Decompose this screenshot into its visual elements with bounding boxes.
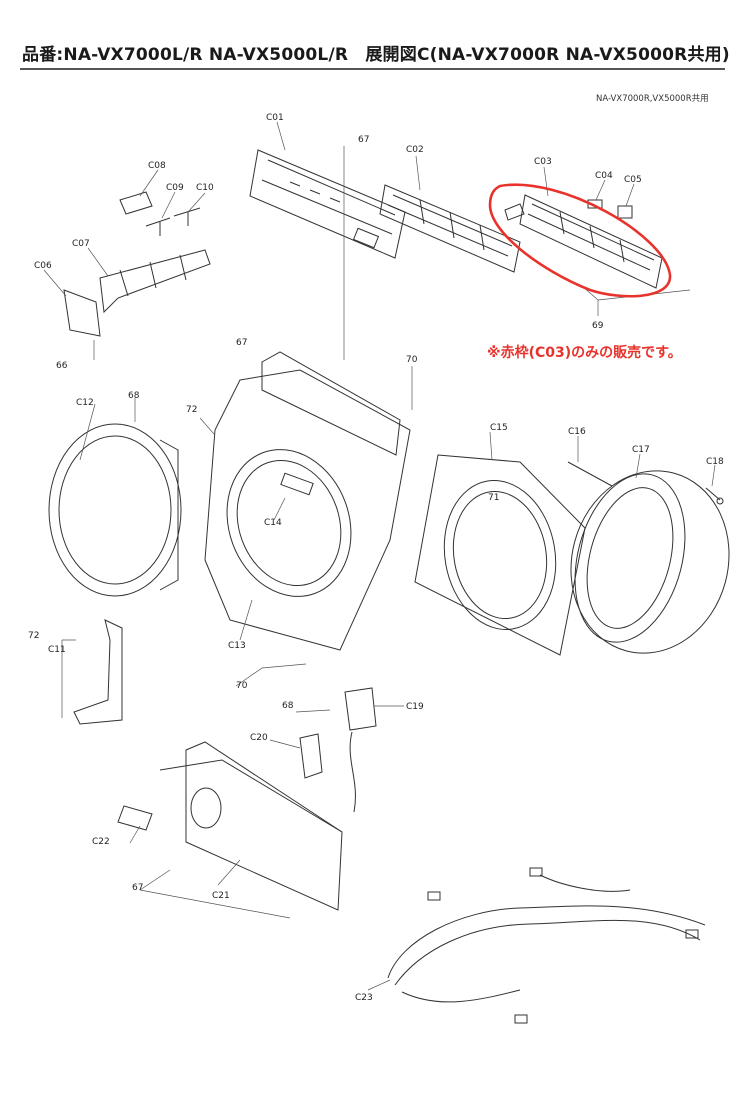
label-c15: C15 — [490, 423, 508, 433]
label-screw-68-lock: 68 — [282, 701, 294, 711]
label-screw-67-left: 67 — [236, 338, 247, 348]
label-c06: C06 — [34, 261, 52, 271]
part-c09-c10-pins — [145, 207, 201, 236]
part-c18-screw — [705, 487, 724, 505]
label-c05: C05 — [624, 175, 642, 185]
part-c03-display-board — [504, 194, 663, 289]
label-c16: C16 — [568, 427, 586, 437]
label-c08: C08 — [148, 161, 166, 171]
sales-note: ※赤枠(C03)のみの販売です。 — [487, 345, 682, 361]
label-c18: C18 — [706, 457, 724, 467]
label-screw-66: 66 — [56, 361, 68, 371]
label-screw-70-top: 70 — [406, 355, 418, 365]
leader-lines — [43, 121, 716, 991]
part-c08-button — [119, 191, 153, 215]
part-c02-control-board — [379, 184, 521, 273]
label-c04: C04 — [595, 171, 613, 181]
label-screw-71: 71 — [488, 493, 499, 503]
part-c23-wire-harness — [387, 867, 706, 1024]
label-screw-69: 69 — [592, 321, 604, 331]
label-c19: C19 — [406, 702, 424, 712]
label-c17: C17 — [632, 445, 650, 455]
label-c22: C22 — [92, 837, 110, 847]
label-c10: C10 — [196, 183, 214, 193]
part-c01-top-panel — [249, 149, 406, 259]
part-c15-inner-panel — [414, 454, 586, 656]
part-c13-front-frame — [204, 351, 411, 651]
part-c06-cover — [63, 289, 101, 337]
part-c19-door-lock — [344, 687, 377, 813]
label-screw-67-bottom: 67 — [132, 883, 143, 893]
part-c12-door — [48, 423, 182, 597]
part-c17-gasket — [570, 470, 730, 654]
part-c16-rod — [567, 461, 613, 487]
c03-highlight-circle — [488, 183, 672, 298]
label-c11: C11 — [48, 645, 66, 655]
label-screw-70-bottom: 70 — [236, 681, 248, 691]
label-c21: C21 — [212, 891, 230, 901]
label-c07: C07 — [72, 239, 90, 249]
model-subtitle: NA-VX7000R,VX5000R共用 — [596, 94, 709, 104]
page-title: 品番:NA-VX7000L/R NA-VX5000L/R 展開図C(NA-VX7… — [22, 45, 730, 65]
part-c21-lower-panel — [159, 741, 343, 911]
label-screw-72-hinge: 72 — [28, 631, 39, 641]
label-c12: C12 — [76, 398, 94, 408]
part-labels: C01 C02 C03 C04 C05 C06 C07 C08 C09 C10 … — [34, 113, 724, 1003]
label-c03: C03 — [534, 157, 552, 167]
label-screw-72-frame: 72 — [186, 405, 197, 415]
label-c23: C23 — [355, 993, 373, 1003]
label-c02: C02 — [406, 145, 424, 155]
label-screw-68-door: 68 — [128, 391, 140, 401]
part-c22-cover — [117, 805, 153, 831]
label-c09: C09 — [166, 183, 184, 193]
label-c13: C13 — [228, 641, 246, 651]
label-c01: C01 — [266, 113, 284, 123]
part-c20-plate — [299, 733, 323, 779]
part-c07-bracket — [99, 249, 211, 314]
part-c04-c05-connectors — [587, 199, 633, 219]
label-c14: C14 — [264, 518, 282, 528]
title-divider — [20, 68, 725, 70]
screw-labels: 66 67 67 67 68 68 69 70 70 71 72 72 — [28, 135, 604, 893]
label-screw-67-top: 67 — [358, 135, 369, 145]
part-c11-hinge — [73, 619, 123, 725]
label-c20: C20 — [250, 733, 268, 743]
